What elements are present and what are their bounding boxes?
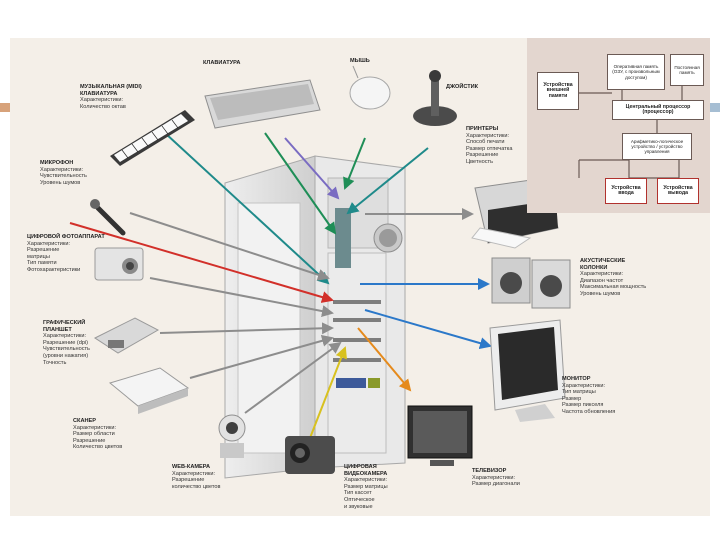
- right-accent-bar: [710, 103, 720, 112]
- label-joystick: ДЖОЙСТИК: [446, 84, 479, 90]
- label-keyboard: КЛАВИАТУРА: [203, 60, 241, 66]
- scheme-output-devices: Устройства вывода: [657, 178, 699, 204]
- label-microphone: МИКРОФОН Характеристики:Чувствительность…: [40, 160, 87, 186]
- digital-camera-image: [94, 247, 144, 281]
- label-webcam: WEB-КАМЕРА Характеристики:Разрешение кол…: [172, 464, 221, 490]
- label-digital-camera: ЦИФРОВОЙ ФОТОАППАРАТ Характеристики:Разр…: [27, 234, 105, 273]
- label-tv: ТЕЛЕВИЗОР Характеристики:Размер диагонал…: [472, 468, 520, 488]
- scheme-control-unit: Арифметико-логическое устройство / устро…: [622, 133, 692, 160]
- label-printers: ПРИНТЕРЫ Характеристики:Способ печати Ра…: [466, 126, 513, 165]
- label-midi-keyboard: МУЗЫКАЛЬНАЯ (MIDI) КЛАВИАТУРА Характерис…: [80, 84, 142, 110]
- keyboard-image: [204, 79, 321, 129]
- scheme-connectors: [578, 86, 683, 179]
- label-monitor: МОНИТОР Характеристики:Тип матрицы Разме…: [562, 376, 616, 415]
- left-accent-bar: [0, 103, 10, 112]
- label-speakers: АКУСТИЧЕСКИЕ КОЛОНКИ Характеристики:Диап…: [580, 258, 647, 297]
- tv-image: [407, 405, 473, 466]
- computer-devices-poster: МУЗЫКАЛЬНАЯ (MIDI) КЛАВИАТУРА Характерис…: [10, 38, 710, 516]
- label-graphics-tablet: ГРАФИЧЕСКИЙ ПЛАНШЕТ Характеристики:Разре…: [43, 320, 90, 366]
- graphics-tablet-image: [93, 317, 160, 354]
- scheme-external-memory: Устройства внешней памяти: [537, 72, 579, 110]
- camcorder-image: [285, 436, 335, 474]
- speakers-image: [491, 257, 571, 309]
- joystick-image: [413, 70, 457, 126]
- microphone-image: [90, 199, 126, 236]
- illustration-layer: [69, 65, 571, 479]
- scheme-cpu: Центральный процессор (процессор): [612, 100, 704, 120]
- label-camcorder: ЦИФРОВАЯ ВИДЕОКАМЕРА Характеристики:Разм…: [344, 464, 388, 510]
- scheme-rom: Постоянная память: [670, 54, 704, 86]
- connection-arrows: [69, 132, 492, 439]
- scheme-ram: Оперативная память (ОЗУ, с произвольным …: [607, 54, 665, 90]
- midi-keyboard-image: [110, 110, 195, 166]
- label-scanner: СКАНЕР Характеристики:Размер области Раз…: [73, 418, 123, 451]
- monitor-image: [489, 319, 566, 422]
- scheme-input-devices: Устройства ввода: [605, 178, 647, 204]
- label-mouse: МЫШЬ: [350, 58, 370, 64]
- webcam-image: [218, 414, 246, 458]
- computer-architecture-scheme: Устройства внешней памяти Оперативная па…: [527, 38, 710, 213]
- scanner-image: [108, 367, 190, 414]
- mouse-image: [349, 65, 391, 110]
